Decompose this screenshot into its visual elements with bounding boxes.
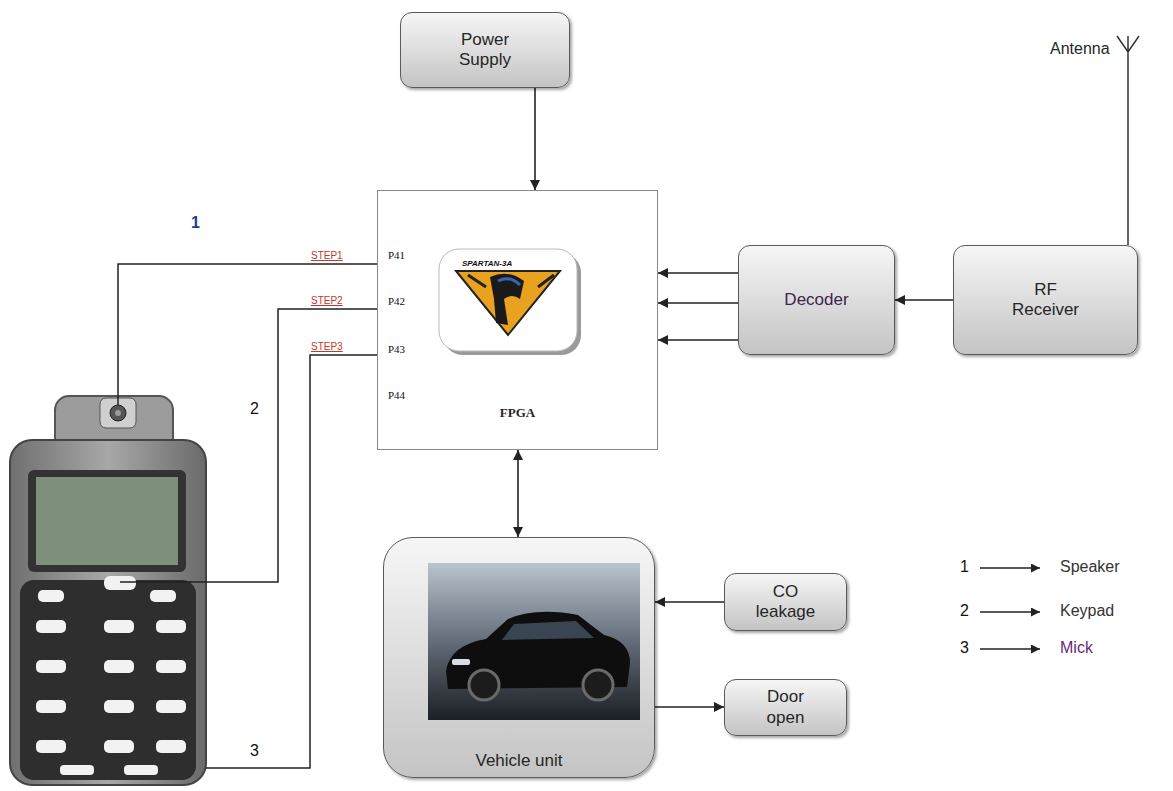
key-text: Speaker [1060,558,1120,576]
key-number: 2 [960,602,969,620]
pin-name: P43 [388,343,405,356]
node-text: CO leakage [751,582,821,623]
fpga-box: FPGA [377,190,658,450]
key-number: 3 [960,639,969,657]
logo-text: SPARTAN-3A [462,259,512,268]
connector-arrow [658,272,738,274]
door-open-box: Door open [724,679,847,736]
key-text: Mick [1060,639,1093,657]
node-text: Door open [756,687,816,728]
pin-name: P44 [388,389,405,402]
antenna-symbol [1117,36,1139,245]
node-text: Power Supply [445,30,525,71]
antenna-label: Antenna [1050,40,1110,58]
step-label: STEP2 [311,295,343,307]
connector-arrow [658,339,738,341]
callout-number: 3 [250,742,259,760]
key-number: 1 [960,558,969,576]
phone-wires [118,264,377,768]
decoder-box: Decoder [738,245,895,355]
step-label: STEP1 [311,250,343,262]
co-leakage-box: CO leakage [724,573,847,631]
callout-number: 1 [191,214,200,232]
node-text: RF Receiver [1003,280,1088,321]
connector-arrow [895,299,953,301]
connector-arrow [517,450,519,537]
connector-arrow [655,706,724,708]
connector-arrow [658,302,738,304]
key-arrows [980,568,1040,649]
node-text: Vehicle unit [476,751,563,771]
callout-number: 2 [250,400,259,418]
vehicle-unit-box: Vehicle unit [383,537,655,778]
node-text: Decoder [784,290,848,310]
mobile-phone [10,396,206,785]
pin-name: P41 [388,249,405,262]
car-picture [428,563,640,720]
key-text: Keypad [1060,602,1114,620]
connector-arrow [655,601,724,603]
node-text: FPGA [500,405,535,421]
connector-arrow [534,88,536,190]
power-supply-box: Power Supply [400,12,570,88]
rf-receiver-box: RF Receiver [953,245,1138,355]
step-label: STEP3 [311,341,343,353]
pin-name: P42 [388,295,405,308]
